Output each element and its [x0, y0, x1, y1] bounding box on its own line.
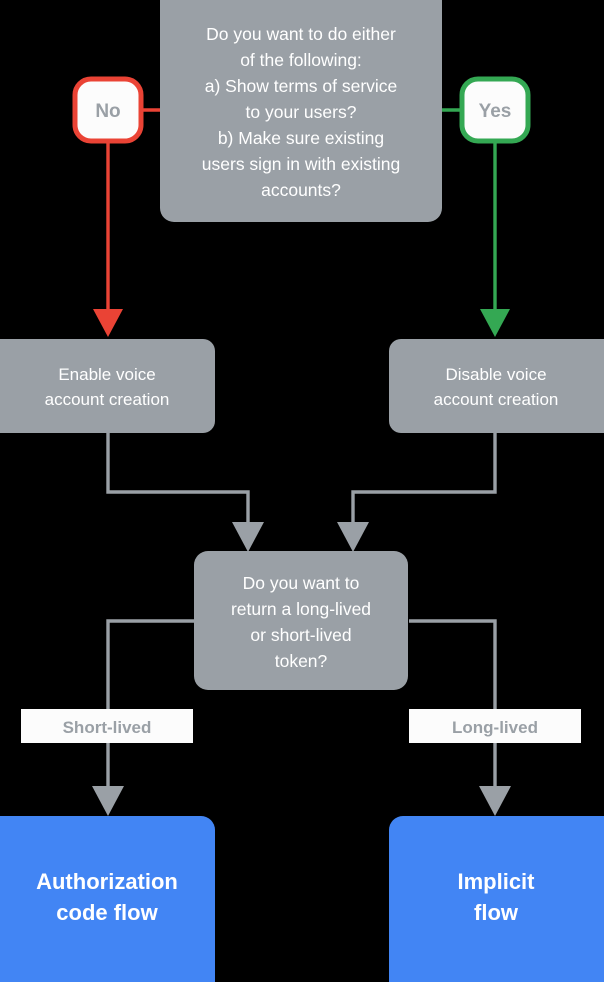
connector-disable-to-token: [337, 433, 497, 552]
node-disable-voice-account-creation[interactable]: Disable voice account creation: [389, 339, 604, 433]
decision-token-line-3: or short-lived: [250, 625, 351, 645]
authorization-terminal-line-1: Authorization: [36, 869, 178, 894]
decision-token-line-2: return a long-lived: [231, 599, 371, 619]
connector-enable-to-token: [106, 433, 264, 552]
disable-box-line-2: account creation: [434, 390, 559, 409]
disable-box-line-1: Disable voice: [445, 365, 546, 384]
decision-top-line-6: users sign in with existing: [202, 154, 400, 174]
connector-yes-to-disable: [480, 139, 510, 337]
authorization-terminal-line-2: code flow: [56, 900, 158, 925]
disable-box-shape: [389, 339, 604, 433]
implicit-terminal-shape: [389, 816, 604, 982]
arrowhead-gray-icon: [479, 786, 511, 816]
badge-yes-shape: [459, 76, 531, 144]
arrowhead-gray-icon: [92, 786, 124, 816]
enable-box-line-2: account creation: [45, 390, 170, 409]
decision-top-line-7: accounts?: [261, 180, 341, 200]
enable-box-line-1: Enable voice: [58, 365, 155, 384]
badge-yes[interactable]: Yes: [459, 76, 531, 144]
decision-top-shape: [160, 0, 442, 222]
badge-no-shape: [72, 76, 144, 144]
node-terminal-implicit-flow[interactable]: Implicit flow: [389, 816, 604, 982]
badge-yes-label: Yes: [479, 101, 512, 122]
node-enable-voice-account-creation[interactable]: Enable voice account creation: [0, 339, 215, 433]
edge-label-long-lived[interactable]: Long-lived: [409, 709, 581, 743]
short-lived-label-shape: [21, 709, 193, 743]
arrowhead-gray-icon: [232, 522, 264, 552]
node-decision-top[interactable]: Do you want to do either of the followin…: [160, 0, 442, 222]
enable-box-shape: [0, 339, 215, 433]
badge-no-label: No: [95, 101, 120, 122]
connector-no-to-enable: [93, 139, 123, 337]
decision-top-line-2: of the following:: [240, 50, 362, 70]
authorization-terminal-shape: [0, 816, 215, 982]
arrowhead-red-icon: [93, 309, 123, 337]
long-lived-label-shape: [409, 709, 581, 743]
implicit-terminal-line-2: flow: [474, 900, 519, 925]
long-lived-label-text: Long-lived: [452, 718, 538, 737]
decision-token-shape: [194, 551, 408, 690]
decision-top-line-5: b) Make sure existing: [218, 128, 384, 148]
decision-top-line-1: Do you want to do either: [206, 24, 396, 44]
implicit-terminal-line-1: Implicit: [457, 869, 535, 894]
badge-no[interactable]: No: [72, 76, 144, 144]
node-terminal-authorization-code-flow[interactable]: Authorization code flow: [0, 816, 215, 982]
arrowhead-gray-icon: [337, 522, 369, 552]
short-lived-label-text: Short-lived: [63, 718, 152, 737]
connector-token-to-long: [409, 619, 511, 816]
decision-top-line-4: to your users?: [246, 102, 357, 122]
arrowhead-green-icon: [480, 309, 510, 337]
connector-token-to-short: [92, 619, 194, 816]
node-decision-token[interactable]: Do you want to return a long-lived or sh…: [194, 551, 408, 690]
decision-top-line-3: a) Show terms of service: [205, 76, 398, 96]
decision-token-line-1: Do you want to: [243, 573, 360, 593]
decision-token-line-4: token?: [275, 651, 328, 671]
edge-label-short-lived[interactable]: Short-lived: [21, 709, 193, 743]
